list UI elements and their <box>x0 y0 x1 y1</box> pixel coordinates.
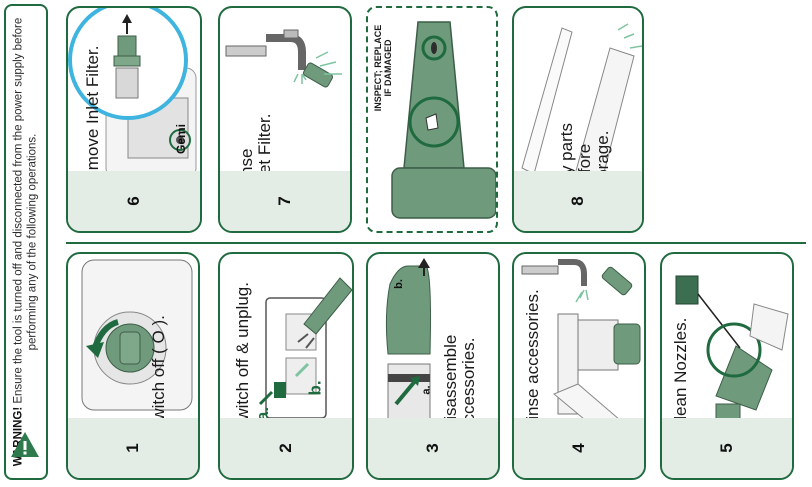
step-card-2: Switch off & unplug. a. b. 2 <box>218 252 354 480</box>
step-1-number: 1 <box>123 443 142 453</box>
warning-text: WARNING! Ensure the tool is turned off a… <box>13 17 40 467</box>
step-1-number-band: 1 <box>68 418 198 478</box>
step-5-number-band: 5 <box>662 418 792 478</box>
step-card-8: Dry parts before storage. 8 <box>512 6 644 233</box>
nozzle-illustration <box>391 21 496 219</box>
dry-parts-illustration <box>521 23 642 189</box>
step-5-number: 5 <box>717 443 736 453</box>
step-8-number-band: 8 <box>514 171 642 231</box>
step-card-5: Clean Nozzles. 5 <box>660 252 794 480</box>
step-3-label-a: a. <box>420 385 433 395</box>
step-6-number: 6 <box>124 196 143 206</box>
unplug-illustration <box>258 277 352 419</box>
disassemble-illustration <box>385 258 431 425</box>
step-card-4: Rinse accessories. 4 <box>512 252 646 480</box>
inspect-note: INSPECT; REPLACE IF DAMAGED <box>373 25 393 112</box>
step-5-caption: Clean Nozzles. <box>671 317 690 432</box>
step-6-number-band: 6 <box>68 171 200 231</box>
step-3-number-band: 3 <box>368 418 498 478</box>
rinse-filter-illustration <box>225 29 342 88</box>
step-7-number-band: 7 <box>220 171 350 231</box>
step-4-caption: Rinse accessories. <box>523 289 542 432</box>
step-3-number: 3 <box>423 443 442 453</box>
inspect-note-line-1: INSPECT; REPLACE <box>373 24 383 112</box>
step-2-caption: Switch off & unplug. <box>233 282 252 432</box>
step-7-number: 7 <box>275 196 294 206</box>
step-2-number: 2 <box>276 443 295 453</box>
step-2-number-band: 2 <box>220 418 352 478</box>
warning-icon <box>11 432 39 457</box>
switch-off-illustration <box>81 259 193 411</box>
inspect-nozzle-card: INSPECT; REPLACE IF DAMAGED <box>366 6 498 233</box>
inlet-filter-illustration <box>68 8 197 179</box>
rinse-accessories-illustration <box>521 259 641 445</box>
step-4-number: 4 <box>569 443 588 453</box>
step-card-3: b. a. Disassemble accessories. 3 <box>366 252 500 480</box>
step-card-7: Rinse Inlet Filter. 7 <box>218 6 352 233</box>
step-8-number: 8 <box>568 196 587 206</box>
warning-message: Ensure the tool is turned off and discon… <box>12 17 39 407</box>
step-4-number-band: 4 <box>514 418 644 478</box>
brand-label: Gemi <box>174 123 189 155</box>
step-2-label-b: b. <box>305 380 325 396</box>
step-card-6: Remove Inlet Filter. Gemi 6 <box>66 6 202 233</box>
warning-box <box>4 4 48 480</box>
step-3-label-b: b. <box>392 279 405 289</box>
step-1-caption: Switch off ( O ). <box>149 315 168 432</box>
step-card-1: Switch off ( O ). 1 <box>66 252 200 480</box>
inspect-note-line-2: IF DAMAGED <box>383 39 393 97</box>
row-divider <box>66 242 806 244</box>
